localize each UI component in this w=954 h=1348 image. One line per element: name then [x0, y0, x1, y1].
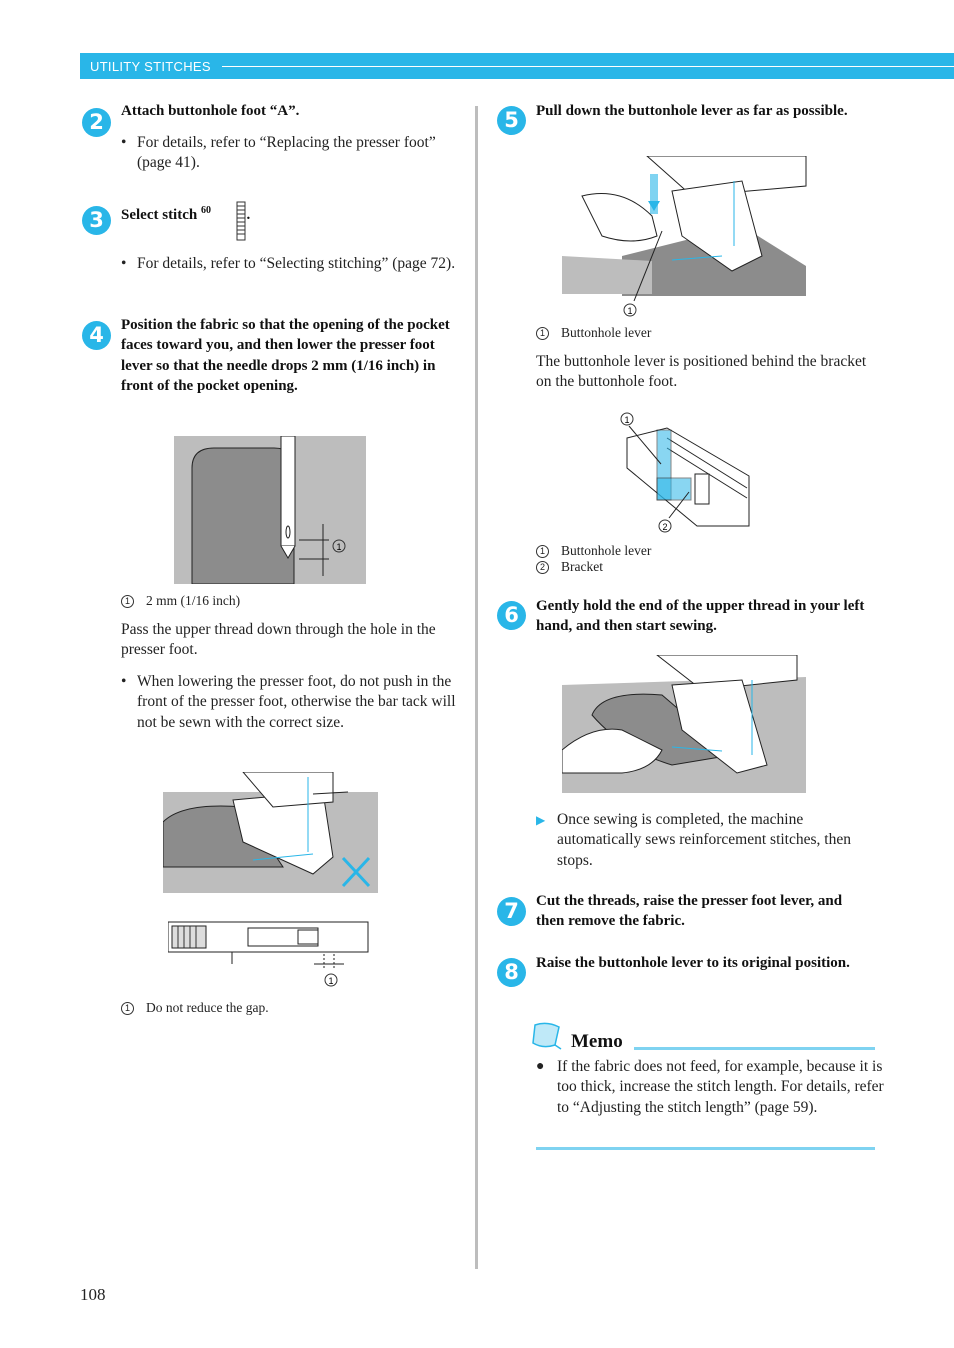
step-4-badge: 4: [82, 321, 111, 350]
step-8-badge: 8: [497, 958, 526, 987]
callout-1-icon: 1: [536, 545, 549, 558]
start-sewing-diagram: [562, 655, 806, 793]
step-4-caption-1-text: 2 mm (1/16 inch): [146, 593, 241, 608]
step-6-badge: 6: [497, 601, 526, 630]
callout-1: 1: [624, 415, 629, 425]
section-header: UTILITY STITCHES: [80, 53, 954, 79]
pocket-needle-diagram: 1: [174, 436, 366, 584]
step-4-title: Position the fabric so that the opening …: [121, 317, 450, 394]
bullet-icon: •: [121, 673, 127, 690]
callout-2: 2: [662, 522, 667, 532]
memo-top-rule: [634, 1047, 875, 1050]
callout-1: 1: [627, 306, 632, 316]
step-6-result: ▶ Once sewing is completed, the machine …: [536, 810, 887, 871]
step-7-title: Cut the threads, raise the presser foot …: [536, 893, 843, 930]
step-4-caption-2: 1 Do not reduce the gap.: [121, 1000, 269, 1016]
step-5-caption-2a: 1 Buttonhole lever: [536, 543, 651, 559]
step-5-caption-2a-text: Buttonhole lever: [561, 543, 652, 558]
section-title: UTILITY STITCHES: [90, 59, 211, 74]
step-2-bullet: • For details, refer to “Replacing the p…: [121, 133, 457, 174]
buttonhole-stitch-icon: [236, 201, 246, 241]
step-3-title: Select stitch: [121, 207, 198, 223]
memo-text: If the fabric does not feed, for example…: [557, 1058, 884, 1116]
step-5-title: Pull down the buttonhole lever as far as…: [536, 103, 848, 119]
step-5-body: The buttonhole lever is positioned behin…: [536, 353, 867, 391]
memo-bullet-icon: ●: [536, 1059, 545, 1074]
callout-1-icon: 1: [121, 595, 134, 608]
step-3-bullet: • For details, refer to “Selecting stitc…: [121, 254, 477, 274]
lever-bracket-diagram: 1 2: [620, 412, 750, 533]
step-4-caption-1: 1 2 mm (1/16 inch): [121, 593, 240, 609]
callout-1: 1: [336, 542, 341, 552]
pull-lever-diagram: 1: [562, 156, 807, 317]
step-5-caption-2b-text: Bracket: [561, 559, 603, 574]
header-rule: [222, 66, 954, 67]
note-icon: [532, 1022, 562, 1050]
step-6-title: Gently hold the end of the upper thread …: [536, 598, 865, 635]
callout-1-icon: 1: [121, 1002, 134, 1015]
step-5-caption-2b: 2 Bracket: [536, 559, 603, 575]
step-4-caption-2-text: Do not reduce the gap.: [146, 1000, 269, 1015]
memo-bottom-rule: [536, 1147, 875, 1150]
memo-title: Memo: [571, 1031, 623, 1052]
step-3-title-line: Select stitch 60 .: [121, 201, 461, 225]
step-2-bullet-text: For details, refer to “Replacing the pre…: [137, 134, 436, 172]
stitch-number: 60: [200, 205, 211, 216]
step-4-body: Pass the upper thread down through the h…: [121, 621, 436, 659]
column-divider: [475, 106, 478, 1269]
step-2-title: Attach buttonhole foot “A”.: [121, 103, 300, 119]
result-arrow-icon: ▶: [536, 813, 546, 827]
step-7-badge: 7: [497, 897, 526, 926]
foot-gap-diagram: 1: [168, 921, 369, 987]
bullet-icon: •: [121, 134, 127, 151]
step-6-result-text: Once sewing is completed, the machine au…: [557, 811, 851, 869]
step-3-bullet-text: For details, refer to “Selecting stitchi…: [137, 255, 456, 272]
step-3-period: .: [246, 207, 251, 223]
step-5-badge: 5: [497, 106, 526, 135]
step-5-caption-1: 1 Buttonhole lever: [536, 325, 651, 341]
callout-2-icon: 2: [536, 561, 549, 574]
page-number: 108: [80, 1285, 106, 1304]
step-8-title: Raise the buttonhole lever to its origin…: [536, 955, 850, 971]
memo-item: ● If the fabric does not feed, for examp…: [536, 1057, 887, 1118]
step-4-bullet-text: When lowering the presser foot, do not p…: [137, 673, 456, 731]
step-5-caption-1-text: Buttonhole lever: [561, 325, 652, 340]
bullet-icon: •: [121, 255, 127, 272]
callout-1-icon: 1: [536, 327, 549, 340]
callout-1: 1: [328, 976, 333, 986]
presser-foot-x-diagram: [163, 772, 378, 893]
step-3-badge: 3: [82, 206, 111, 235]
step-4-bullet: • When lowering the presser foot, do not…: [121, 672, 477, 733]
step-2-badge: 2: [82, 108, 111, 137]
